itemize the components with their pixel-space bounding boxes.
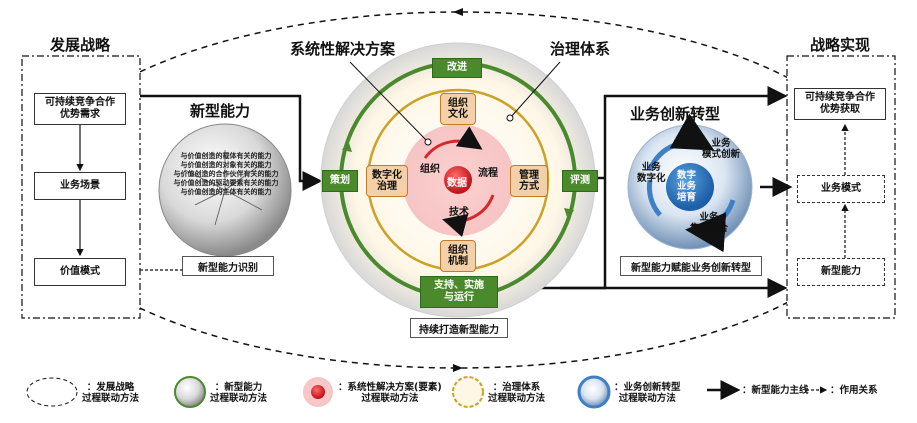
tag-evaluate: 评测 <box>562 170 598 192</box>
solution-org: 组织 <box>420 164 440 175</box>
transform-item-2: 业务 模式创新 <box>702 138 741 160</box>
legend-text-6: ：新型能力主线 <box>742 385 809 396</box>
legend-text-1: ：发展战略 过程联动方法 <box>82 382 140 404</box>
solution-tech: 技术 <box>449 207 469 218</box>
right-box-3: 新型能力 <box>797 258 885 286</box>
left-title: 发展战略 <box>50 36 111 54</box>
right-box-2: 业务模式 <box>797 175 885 203</box>
capability-text-5: 与价值创造的主体有关的能力 <box>180 188 272 196</box>
center-caption: 持续打造新型能力 <box>410 318 508 338</box>
capability-caption: 新型能力识别 <box>182 256 274 276</box>
legend-text-4: ：治理体系 过程联动方法 <box>488 382 546 404</box>
governance-title: 治理体系 <box>550 40 611 58</box>
legend-text-7: ：作用关系 <box>830 385 878 396</box>
governance-management: 管理 方式 <box>510 165 548 197</box>
tag-improve: 改进 <box>432 58 482 78</box>
solution-title: 系统性解决方案 <box>290 40 396 58</box>
governance-digital: 数字化 治理 <box>366 165 408 197</box>
capability-text-1: 与价值创造的载体有关的能力 <box>180 152 272 160</box>
capability-text-3: 与价值创造的合作伙伴有关的能力 <box>173 170 279 178</box>
tag-plan: 策划 <box>322 170 358 192</box>
solution-core: 数据 <box>447 178 467 189</box>
legend-text-5: ：业务创新转型 过程联动方法 <box>614 382 681 404</box>
transform-caption: 新型能力赋能业务创新转型 <box>620 256 762 276</box>
transform-core: 数字 业务 培育 <box>677 170 697 203</box>
capability-sphere-texts: 与价值创造的载体有关的能力 与价值创造的对象有关的能力 与价值创造的合作伙伴有关… <box>167 152 285 197</box>
capability-text-4: 与价值创造的驱动要素有关的能力 <box>173 179 279 187</box>
legend-text-3: ：系统性解决方案(要素) 过程联动方法 <box>338 382 442 404</box>
transform-title: 业务创新转型 <box>630 105 721 123</box>
tag-support: 支持、实施 与运行 <box>420 276 498 308</box>
left-box-3: 价值模式 <box>34 258 126 286</box>
capability-title: 新型能力 <box>190 102 251 120</box>
right-box-1: 可持续竞争合作 优势获取 <box>794 88 886 120</box>
solution-process: 流程 <box>478 168 498 179</box>
capability-text-2: 与价值创造的对象有关的能力 <box>180 161 272 169</box>
governance-mechanism: 组织 机制 <box>440 240 476 272</box>
transform-item-1: 业务 数字化 <box>637 162 666 184</box>
right-title: 战略实现 <box>810 36 871 54</box>
transform-item-3: 业务 集成融合 <box>690 212 729 234</box>
left-box-2: 业务场景 <box>34 172 126 200</box>
governance-culture: 组织 文化 <box>440 93 476 125</box>
left-box-1: 可持续竞争合作 优势需求 <box>34 93 126 125</box>
legend-text-2: ：新型能力 过程联动方法 <box>210 382 268 404</box>
